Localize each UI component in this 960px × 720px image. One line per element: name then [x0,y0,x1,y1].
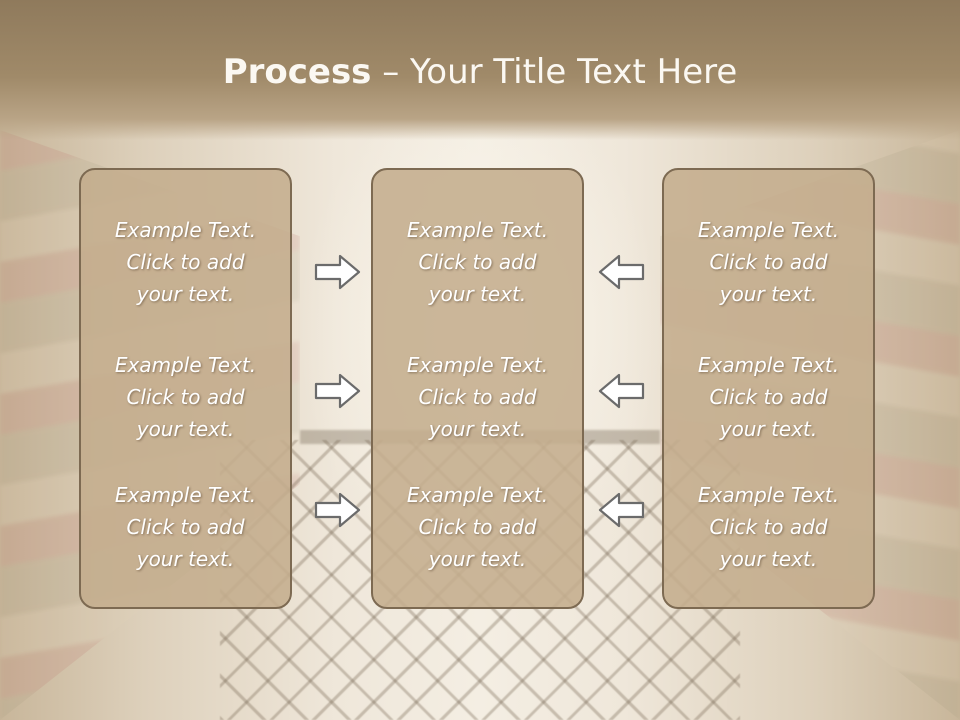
text-line: Example Text. [697,218,840,242]
text-line: Click to add [418,250,537,274]
text-block[interactable]: Example Text. Click to add your text. [81,349,290,445]
process-panel-3[interactable]: Example Text. Click to add your text. Ex… [662,168,875,609]
arrow-left-icon [598,492,645,528]
arrow-left-icon [598,254,645,290]
text-line: Example Text. [697,483,840,507]
text-line: your text. [136,282,235,306]
text-line: Example Text. [406,483,549,507]
text-block[interactable]: Example Text. Click to add your text. [664,214,873,310]
text-line: Example Text. [114,483,257,507]
text-block[interactable]: Example Text. Click to add your text. [373,349,582,445]
arrow-right-icon [314,373,361,409]
text-line: Example Text. [406,218,549,242]
text-line: your text. [136,547,235,571]
title-bar [0,0,960,140]
text-line: Example Text. [697,353,840,377]
text-line: your text. [428,547,527,571]
text-line: your text. [428,282,527,306]
arrow-left-icon [598,373,645,409]
text-line: Example Text. [114,353,257,377]
text-block[interactable]: Example Text. Click to add your text. [373,214,582,310]
text-line: Click to add [418,385,537,409]
text-line: Click to add [418,515,537,539]
text-line: your text. [428,417,527,441]
text-block[interactable]: Example Text. Click to add your text. [81,214,290,310]
title-rest: – Your Title Text Here [371,52,738,92]
slide-title[interactable]: Process – Your Title Text Here [0,52,960,92]
process-panel-2[interactable]: Example Text. Click to add your text. Ex… [371,168,584,609]
text-line: Click to add [126,385,245,409]
text-line: your text. [719,547,818,571]
text-block[interactable]: Example Text. Click to add your text. [664,349,873,445]
text-block[interactable]: Example Text. Click to add your text. [664,479,873,575]
text-line: Example Text. [114,218,257,242]
text-line: Click to add [126,250,245,274]
text-line: Click to add [709,515,828,539]
arrow-right-icon [314,492,361,528]
text-line: Click to add [709,385,828,409]
text-line: your text. [719,282,818,306]
text-line: your text. [136,417,235,441]
arrow-right-icon [314,254,361,290]
title-bold: Process [222,52,372,92]
text-line: Example Text. [406,353,549,377]
text-line: your text. [719,417,818,441]
text-line: Click to add [126,515,245,539]
text-line: Click to add [709,250,828,274]
process-panel-1[interactable]: Example Text. Click to add your text. Ex… [79,168,292,609]
text-block[interactable]: Example Text. Click to add your text. [81,479,290,575]
text-block[interactable]: Example Text. Click to add your text. [373,479,582,575]
